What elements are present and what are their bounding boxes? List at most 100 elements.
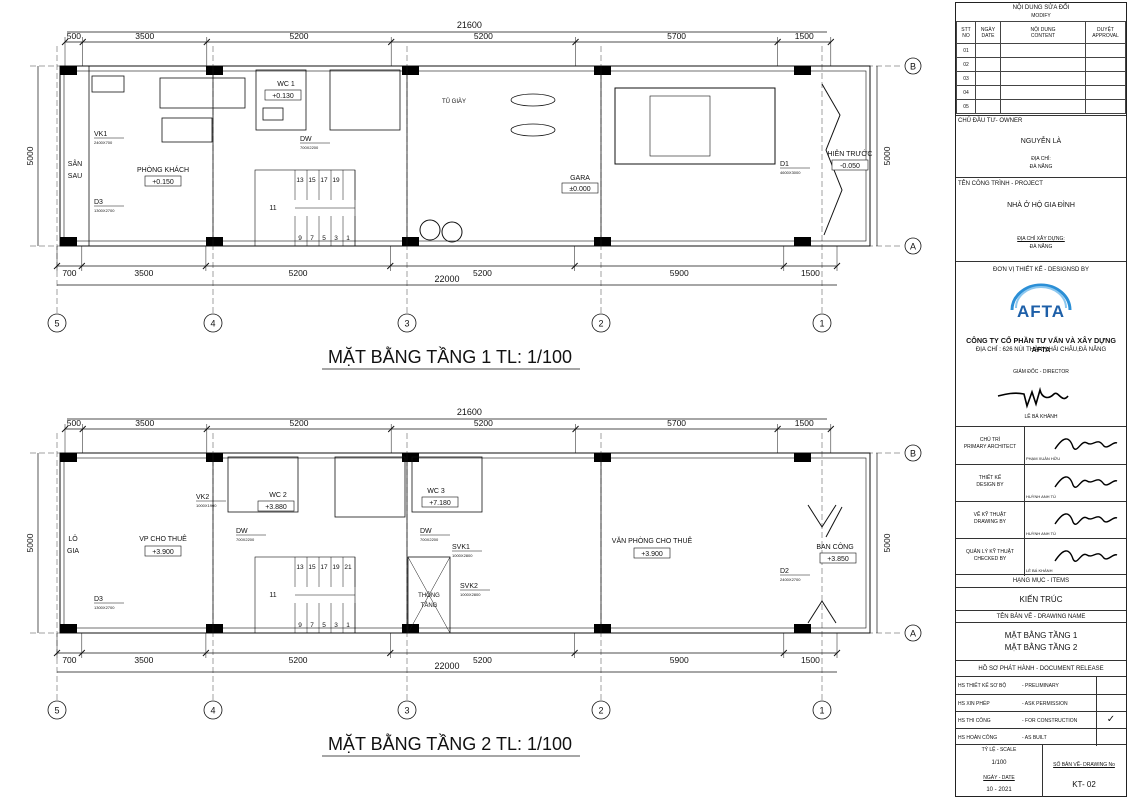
dim-top-value: 5200 — [290, 31, 309, 41]
structural-column — [206, 66, 223, 75]
stair-number: 11 — [269, 205, 276, 212]
balcony-label: BAN CÔNG — [816, 542, 853, 551]
items-header: HẠNG MỤC - ITEMS — [956, 574, 1126, 587]
axis-bubble-col — [47, 313, 67, 333]
axis-bubble-col — [812, 700, 832, 720]
staff-section: CHỦ TRÌ PRIMARY ARCHITECT PHẠM XUÂN HỮU … — [956, 426, 1126, 576]
structural-column — [594, 624, 611, 633]
dim-tick — [78, 262, 86, 270]
stair-number: 7 — [310, 235, 314, 242]
dim-top-value: 5200 — [474, 31, 493, 41]
owner-section: CHỦ ĐẦU TƯ- OWNER NGUYỄN LÀ ĐỊA CHỈ: ĐÀ … — [956, 115, 1126, 177]
structural-column — [60, 237, 77, 246]
window-vk1: VK1 — [94, 131, 107, 138]
window-svk1: SVK1 — [452, 544, 470, 551]
dim-top-value: 1500 — [795, 31, 814, 41]
door-d3-size: 1300X2700 — [94, 208, 115, 213]
car — [614, 87, 776, 165]
items-value: KIẾN TRÚC — [1019, 595, 1063, 604]
staff-role-en: PRIMARY ARCHITECT — [963, 444, 1017, 450]
motorbike — [510, 93, 556, 107]
staff-row: QUẢN LÝ KỸ THUẬT CHECKED BY LÊ BÁ KHÁNH — [956, 538, 1126, 576]
release-en: - FOR CONSTRUCTION — [1022, 718, 1078, 724]
designer-section: ĐƠN VỊ THIẾT KẾ - DESIGNSD BY AFTA CÔNG … — [956, 261, 1126, 426]
axis-bubble-col — [203, 313, 223, 333]
release-en: - PRELIMINARY — [1022, 683, 1059, 689]
dim-tick — [202, 649, 210, 657]
staff-row: THIẾT KẾ DESIGN BY HUỲNH ANH TÚ — [956, 464, 1126, 502]
stair-number: 1 — [346, 235, 350, 242]
drawing-name-label: TÊN BẢN VẼ - DRAWING NAME — [996, 614, 1086, 620]
stair-number: 15 — [308, 177, 316, 184]
dim-tick — [387, 425, 395, 433]
dim-tick — [79, 38, 87, 46]
plan-title: MẶT BẰNG TẦNG 2 TL: 1/100 — [328, 733, 572, 754]
axis-bubble-col — [591, 700, 611, 720]
stair-number: 9 — [298, 235, 302, 242]
dim-top-value: 5700 — [667, 31, 686, 41]
stair-number: 1 — [346, 622, 350, 629]
axis-bubble-row — [904, 237, 922, 255]
door-d2-size: 2400X2700 — [780, 577, 801, 582]
dim-top-value: 500 — [67, 418, 81, 428]
level-box — [144, 175, 182, 187]
void-outline — [407, 556, 451, 634]
door-d1-size: 4600X3000 — [780, 170, 801, 175]
structural-column — [206, 453, 223, 462]
rev-row: 04 — [956, 85, 1126, 100]
balcony-door — [807, 600, 837, 624]
release-vn: HS THI CÔNG — [958, 718, 991, 724]
stair-number: 17 — [320, 177, 328, 184]
door-dw-a-size: 700X2200 — [236, 537, 255, 542]
axis-label-row: B — [910, 449, 916, 459]
dim-bottom-value: 1500 — [801, 655, 820, 665]
window-vk2: VK2 — [196, 494, 209, 501]
owner-name: NGUYỄN LÀ — [1020, 138, 1062, 145]
dim-side-left-value: 5000 — [25, 533, 35, 552]
office-left-label: VP CHO THUÊ — [139, 534, 187, 543]
structural-column — [402, 237, 419, 246]
release-section: HS THIẾT KẾ SƠ BỘ - PRELIMINARY HS XIN P… — [956, 676, 1126, 746]
axis-bubble-col — [203, 700, 223, 720]
items-label: HẠNG MỤC - ITEMS — [1012, 578, 1070, 584]
staff-role: QUẢN LÝ KỸ THUẬT — [966, 549, 1014, 555]
revision-subtitle: MODIFY — [1031, 13, 1051, 19]
staff-signature — [1054, 476, 1118, 488]
dim-tick — [571, 649, 578, 657]
dim-tick — [203, 38, 211, 46]
wc3-level: +7.180 — [429, 500, 451, 507]
toilet — [262, 107, 284, 121]
stair-number: 3 — [334, 622, 338, 629]
outer-wall-outline — [59, 65, 871, 247]
level-box — [144, 545, 182, 557]
dim-bottom-value: 5200 — [473, 655, 492, 665]
axis-bubble-col — [397, 313, 417, 333]
loggia-label-2: GIA — [67, 548, 79, 555]
axis-label-col: 2 — [598, 319, 603, 329]
dim-tick — [61, 425, 69, 433]
structural-column — [206, 624, 223, 633]
structural-column — [794, 66, 811, 75]
structural-column — [60, 453, 77, 462]
stair-number: 19 — [332, 177, 340, 184]
staff-row: CHỦ TRÌ PRIMARY ARCHITECT PHẠM XUÂN HỮU — [956, 427, 1126, 464]
axis-label-col: 3 — [404, 706, 409, 716]
dim-bottom-value: 700 — [62, 268, 76, 278]
void-label-2: TẦNG — [421, 602, 438, 609]
structural-column — [402, 66, 419, 75]
staff-row: VẼ KỸ THUẬT DRAWING BY HUỲNH ANH TÚ — [956, 501, 1126, 539]
door-dw-b: DW — [420, 528, 432, 535]
garage-level: ±0.000 — [569, 186, 590, 193]
window-vk1-size: 2400X700 — [94, 140, 113, 145]
dim-tick — [78, 649, 86, 657]
axis-bubble-col — [47, 700, 67, 720]
dim-tick — [780, 649, 788, 657]
level-box — [421, 496, 459, 508]
door-d2: D2 — [780, 568, 789, 575]
office-right-label: VĂN PHÒNG CHO THUÊ — [612, 536, 693, 545]
revision-title: NỘI DUNG SỬA ĐỔI — [1012, 5, 1070, 11]
drawing-name-1: MẶT BẰNG TẦNG 1 — [1004, 631, 1078, 640]
